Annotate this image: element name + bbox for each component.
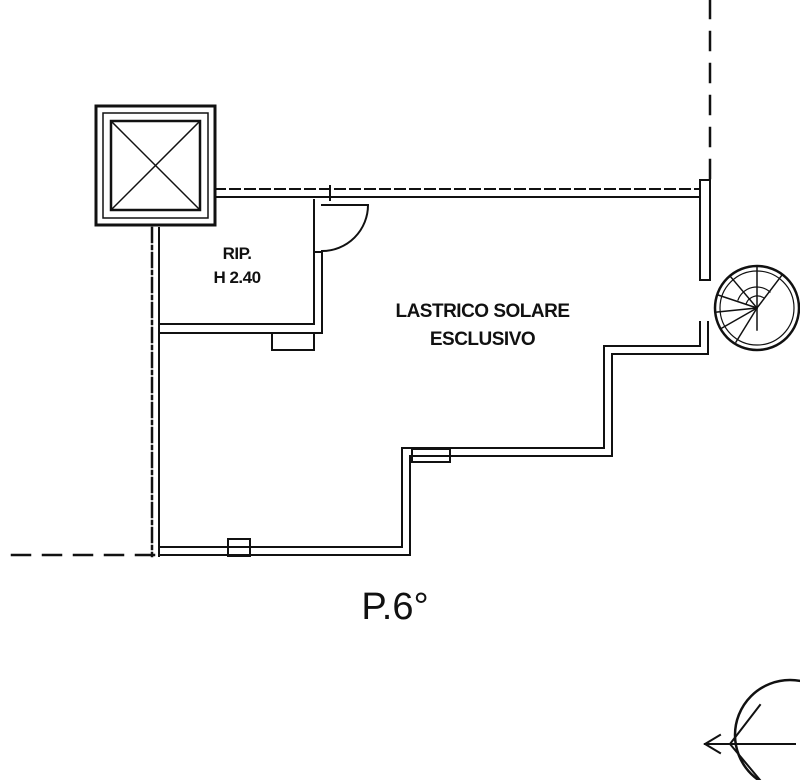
floor-label: P.6° [361,586,429,628]
terrace-boundary-wall [158,321,709,557]
terrace-label-line2: ESCLUSIVO [429,329,536,350]
door-swing [313,199,370,253]
elevator-shaft [94,104,217,227]
storage-room-label-line2: H 2.40 [213,268,261,287]
storage-room-label-line1: RIP. [222,244,252,263]
storage-room-walls [158,251,323,351]
terrace-label: LASTRICO SOLARE ESCLUSIVO [350,298,615,354]
spiral-staircase [713,264,800,352]
terrace-label-line1: LASTRICO SOLARE [395,301,570,322]
top-parapet-wall [214,185,701,201]
railing-post [699,179,711,281]
north-arrow-icon [703,678,800,780]
storage-room-label: RIP. H 2.40 [182,242,292,290]
left-wall [150,226,160,558]
